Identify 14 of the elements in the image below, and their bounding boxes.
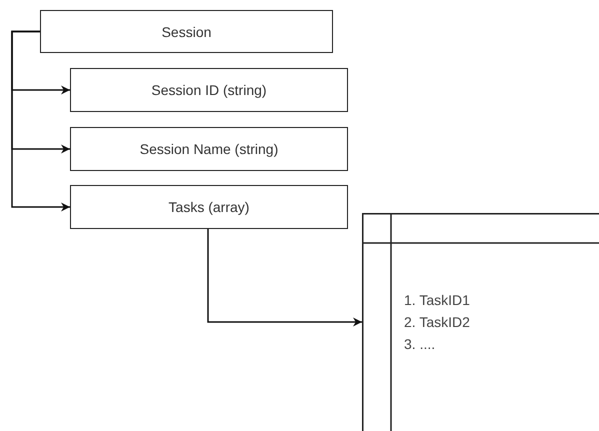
list-item: 3. .... [404,335,436,354]
field-box [70,68,348,112]
connector-arrow [11,30,70,212]
list-item: 1. TaskID1 [404,291,470,310]
field-label: Session [162,24,212,40]
connector-arrow [207,229,362,326]
field-label: Session ID (string) [151,82,267,98]
field-label: Tasks (array) [168,199,250,215]
field-label: Session Name (string) [140,141,278,157]
list-item: 2. TaskID2 [404,313,470,332]
field-box [40,10,333,53]
table-shape [362,213,599,431]
field-box [70,127,348,171]
field-box [70,185,348,229]
